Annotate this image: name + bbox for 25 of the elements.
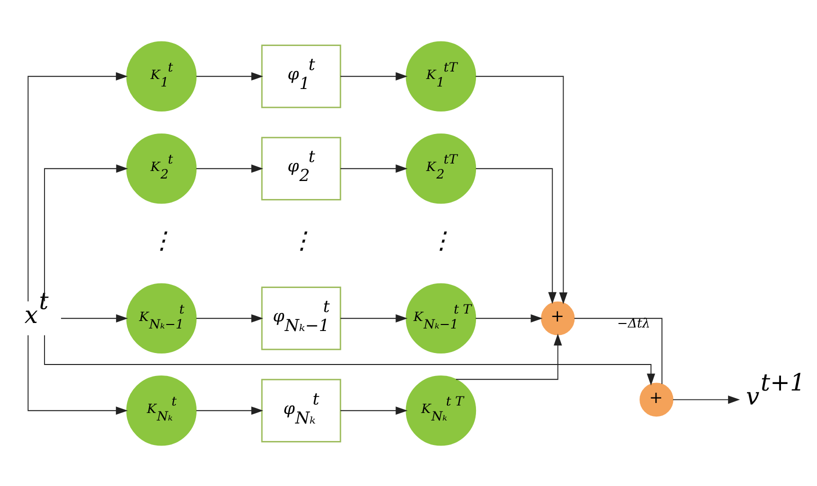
arrow [196, 164, 264, 172]
arrow [456, 333, 562, 380]
arrow [28, 72, 128, 302]
arrow [196, 406, 264, 414]
arrow [475, 314, 543, 322]
edge-label: −Δtλ [617, 316, 650, 332]
arrow [196, 314, 264, 322]
arrow [28, 334, 128, 414]
node-circle: + [540, 301, 575, 335]
arrow [475, 168, 556, 304]
arrow [44, 334, 656, 386]
arrow [672, 395, 740, 404]
arrow [196, 72, 264, 80]
arrow [475, 75, 568, 304]
connector [574, 317, 662, 384]
node-circle: + [640, 382, 674, 416]
arrow [340, 164, 408, 172]
arrow [60, 314, 128, 322]
arrow [340, 406, 408, 414]
arrow [44, 164, 128, 302]
arrow [340, 314, 408, 322]
label: ⋮ [150, 226, 174, 254]
label: ⋮ [290, 226, 314, 254]
label: ⋮ [430, 226, 454, 254]
arrow [340, 72, 408, 80]
